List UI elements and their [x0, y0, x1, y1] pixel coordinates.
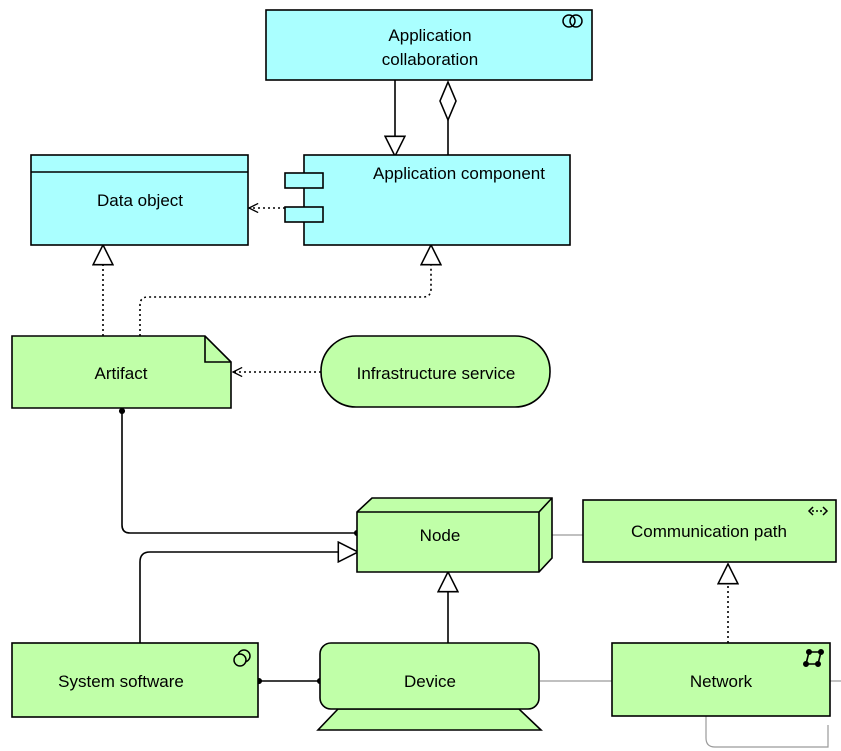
artifact-box[interactable]: Artifact — [11, 335, 232, 409]
specialization-system-software-to-node[interactable] — [139, 552, 357, 643]
node-3d-edges — [357, 497, 553, 572]
device-label: Device — [404, 672, 456, 691]
application-component-label: Application component — [373, 164, 545, 183]
network-box[interactable]: Network — [611, 642, 831, 717]
association-network-bottom[interactable] — [705, 716, 829, 748]
collaboration-icon — [562, 14, 583, 28]
network-label: Network — [690, 672, 753, 691]
component-tab-top — [284, 172, 324, 189]
device-base — [316, 708, 543, 731]
assignment-artifact-to-node[interactable] — [118, 407, 361, 537]
component-tab-bottom — [284, 206, 324, 223]
communication-path-icon — [807, 506, 829, 516]
system-software-box[interactable]: System software — [11, 642, 259, 718]
application-collaboration-label-line1: Application — [388, 26, 471, 45]
infrastructure-service-box[interactable]: Infrastructure service — [320, 335, 551, 408]
data-object-label: Data object — [97, 191, 183, 210]
aggregation-diamond — [439, 79, 457, 123]
device-box[interactable]: Device — [316, 642, 543, 731]
communication-path-box[interactable]: Communication path — [582, 499, 837, 563]
communication-path-label: Communication path — [631, 522, 787, 541]
system-software-label: System software — [58, 672, 184, 691]
infrastructure-service-label: Infrastructure service — [357, 364, 516, 383]
node-box[interactable]: Node — [356, 497, 553, 573]
artifact-folded-corner — [204, 336, 231, 363]
artifact-label: Artifact — [95, 364, 148, 383]
node-label: Node — [420, 526, 461, 545]
network-icon — [802, 648, 824, 667]
realization-artifact-to-component[interactable] — [139, 246, 431, 336]
application-collaboration-label-line2: collaboration — [382, 50, 478, 69]
application-component-box[interactable]: Application component — [284, 154, 571, 246]
system-software-icon — [233, 649, 251, 667]
data-object-box[interactable]: Data object — [30, 154, 249, 246]
application-collaboration-box[interactable]: Application collaboration — [265, 9, 593, 81]
